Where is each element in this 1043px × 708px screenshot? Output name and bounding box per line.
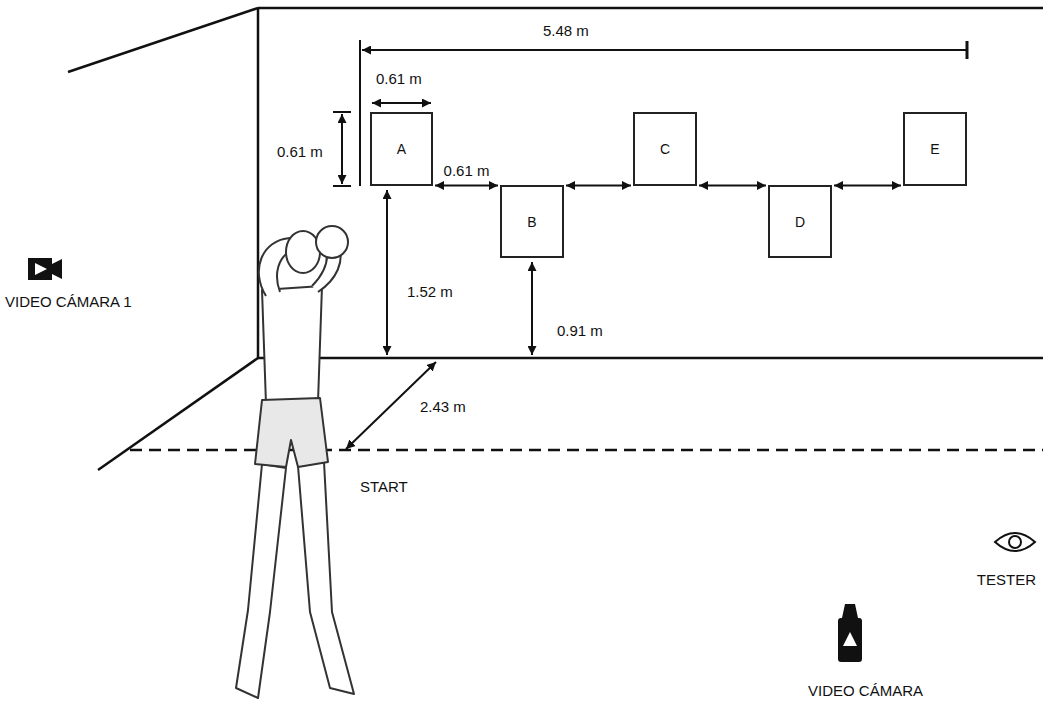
camera-lens (842, 604, 858, 618)
camera-body (28, 258, 52, 280)
player-shorts (255, 398, 328, 467)
dimension-tick (333, 111, 351, 113)
video-camera-icon (28, 258, 62, 280)
side-floor-line (98, 358, 258, 470)
dimension-label: 2.43 m (418, 398, 468, 416)
dimension-arrow (531, 262, 533, 355)
dimension-label: START (358, 478, 410, 496)
dimension-tick (333, 185, 351, 187)
square-letter: A (397, 141, 406, 157)
spacing-arrow (435, 185, 498, 187)
tester-eye (995, 533, 1035, 551)
dimension-label: TESTER (975, 571, 1038, 589)
target-square: B (500, 185, 564, 258)
dimension-label: 0.61 m (374, 70, 424, 88)
dimension-extension (359, 40, 361, 186)
player-figure (236, 226, 354, 698)
dimension-label: 0.91 m (555, 322, 605, 340)
camera-body (838, 618, 862, 662)
dimension-label: 1.52 m (405, 283, 455, 301)
target-square: C (633, 112, 697, 186)
spacing-arrow (699, 185, 766, 187)
camera-play (843, 632, 857, 646)
player-leg (298, 462, 354, 694)
dimension-label: 0.61 m (442, 162, 492, 180)
player-leg (236, 464, 286, 698)
wall-top (258, 7, 1043, 10)
target-square: D (768, 185, 832, 258)
floor-line (258, 357, 1043, 360)
square-letter: E (930, 141, 939, 157)
player-head (286, 231, 320, 273)
wall-corner (257, 8, 260, 358)
ball (316, 226, 348, 258)
player-torso (262, 286, 322, 404)
video-camera-icon (838, 604, 862, 662)
dimension-arrow (372, 102, 431, 104)
dimension-arrow (341, 114, 343, 184)
spacing-arrow (566, 185, 631, 187)
dimension-label: 0.61 m (275, 143, 325, 161)
dimension-label: VIDEO CÁMARA 1 (3, 293, 134, 311)
spacing-arrow (834, 185, 901, 187)
dimension-tick (966, 41, 969, 59)
dimension-arrow (362, 49, 966, 51)
camera-lens (52, 259, 62, 279)
eye-pupil (1009, 536, 1021, 548)
eye-outline (995, 533, 1035, 551)
dimension-label: 5.48 m (541, 22, 591, 40)
dimension-arrow (386, 190, 388, 355)
target-square: A (370, 112, 433, 186)
camera-play (35, 263, 47, 275)
square-letter: D (795, 214, 805, 230)
square-letter: B (527, 214, 536, 230)
dimension-label: VIDEO CÁMARA (806, 682, 925, 700)
side-wall-top (68, 8, 258, 72)
square-letter: C (660, 141, 670, 157)
target-square: E (903, 112, 967, 186)
